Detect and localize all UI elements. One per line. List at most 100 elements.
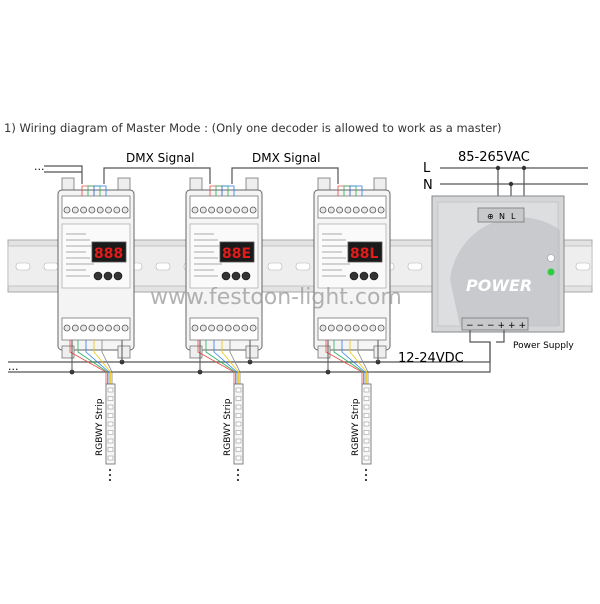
neutral-label: N [423,178,433,193]
rail-slot [407,262,423,271]
led-strip: RGBWY Strip [351,383,372,482]
rail-slot [267,262,283,271]
led-chip [107,421,114,427]
output-terminal-block [461,317,529,331]
terminal-screw [327,206,335,214]
led-chip [363,404,370,410]
led-chip [235,396,242,401]
rail-slot [15,262,31,271]
decoder-unit: 888 [57,177,135,384]
decoder-unit: 88E [185,177,263,384]
led-chip [235,430,242,435]
strip-label: RGBWY Strip [351,398,361,456]
continuation-dot [236,478,240,482]
decoder-button[interactable] [103,271,113,281]
continuation-dot [364,478,368,482]
junction-dot [521,165,527,171]
terminal-screw [199,206,207,214]
output-terminal-label: − [477,321,485,331]
led-chip [363,430,370,435]
bottom-terminal-block [189,317,259,341]
continuation-mark: ... [8,360,19,373]
decoder-button[interactable] [369,271,379,281]
continuation-dot [108,468,112,472]
terminal-screw [352,324,360,332]
continuation-dot [364,468,368,472]
terminal-screw [80,206,87,214]
continuation-dot [108,478,112,482]
led-chip [235,413,242,418]
terminal-screw [361,206,368,214]
rail-slot [43,262,59,271]
top-terminal-block [189,195,259,219]
diagram-caption: 1) Wiring diagram of Master Mode : (Only… [4,121,502,135]
continuation-dot [236,473,240,477]
terminal-screw [344,206,352,214]
terminal-screw [233,206,240,214]
terminal-screw [369,206,377,214]
terminal-screw [80,324,87,332]
indicator-light [547,254,555,262]
display-readout: 88L [350,246,378,262]
terminal-screw [113,206,121,214]
continuation-dot [364,473,368,477]
terminal-screw [319,206,327,214]
terminal-screw [241,324,249,332]
output-terminal-label: − [487,321,495,331]
led-chip [235,387,242,393]
led-chip [363,396,370,401]
output-terminal-label: + [498,321,506,331]
junction-dot [495,165,501,171]
led-chip [363,413,370,418]
continuation-dot [236,468,240,472]
terminal-screw [336,206,344,214]
terminal-screw [336,324,344,332]
terminal-screw [377,324,385,332]
terminal-screw [327,324,335,332]
status-led-icon [547,268,555,276]
live-label: L [423,161,431,176]
terminal-screw [121,324,129,332]
decoder-button[interactable] [93,271,103,281]
decoder-button[interactable] [221,271,231,281]
continuation-dot [108,473,112,477]
terminal-screw [361,324,368,332]
terminal-screw [105,206,112,214]
terminal-screw [319,324,327,332]
led-chip [363,447,370,452]
power-brand-text: POWER [466,276,532,295]
dmx-wires: ... DMX Signal DMX Signal [34,151,339,184]
terminal-screw [249,206,257,214]
strip-label: RGBWY Strip [95,398,105,456]
power-supply-label: Power Supply [513,341,574,351]
led-chip [363,455,370,461]
terminal-screw [208,324,216,332]
dc-voltage-label: 12-24VDC [398,351,464,366]
terminal-screw [63,206,71,214]
led-display [347,241,383,263]
terminal-screw [233,324,240,332]
decoder-button[interactable] [359,271,369,281]
led-chip [235,404,242,410]
input-terminal-block [477,207,525,223]
terminal-screw [113,324,121,332]
decoder-button[interactable] [231,271,241,281]
led-chip [107,438,114,444]
led-chip [363,438,370,444]
terminal-screw [96,206,104,214]
decoder-button[interactable] [349,271,359,281]
output-terminal-label: + [519,321,527,331]
led-strip: RGBWY Strip [223,383,244,482]
decoder-button[interactable] [113,271,123,281]
dmx-signal-label-right: DMX Signal [252,151,321,165]
terminal-screw [105,324,112,332]
terminal-screw [208,206,216,214]
led-display [91,241,127,263]
mains-voltage-label: 85-265VAC [458,150,530,165]
output-terminal-label: − [466,321,474,331]
led-chip [235,455,242,461]
terminal-screw [71,324,79,332]
decoder-button[interactable] [241,271,251,281]
strip-group: RGBWY Strip RGBWY Strip RGBWY Strip [95,383,372,482]
terminal-screw [344,324,352,332]
